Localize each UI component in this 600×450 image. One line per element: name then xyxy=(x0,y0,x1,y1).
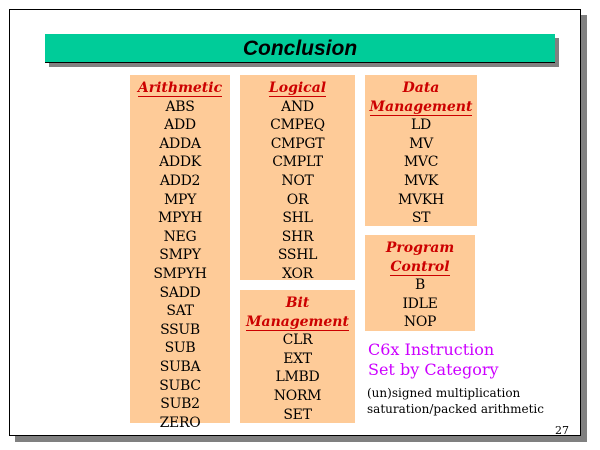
instruction-item: ST xyxy=(411,210,431,227)
instruction-item: MVK xyxy=(403,172,438,189)
instruction-item: SMPYH xyxy=(153,265,207,282)
instruction-item: CMPEQ xyxy=(270,117,325,134)
instruction-item: CMPGT xyxy=(270,135,325,152)
instruction-item: MVKH xyxy=(398,191,444,208)
instruction-item: ADDA xyxy=(159,135,201,152)
instruction-item: MPYH xyxy=(157,210,202,227)
title-bar: Conclusion xyxy=(45,34,555,63)
instruction-item: B xyxy=(415,277,425,294)
instruction-item: SUBC xyxy=(159,377,201,394)
instruction-item: SET xyxy=(283,406,312,423)
instruction-item: ADDK xyxy=(159,154,201,171)
instruction-item: SMPY xyxy=(159,247,201,264)
instruction-item: NOP xyxy=(403,314,437,331)
category-heading: Bit xyxy=(240,294,355,313)
instruction-item: SUB2 xyxy=(160,396,200,413)
instruction-item: MPY xyxy=(163,191,197,208)
category-heading-text: Program xyxy=(385,240,455,256)
instruction-item: IDLE xyxy=(402,295,438,312)
instruction-item: SHL xyxy=(282,210,313,227)
instruction-item: AND xyxy=(281,98,314,115)
instruction-item: ZERO xyxy=(159,414,201,431)
category-heading-text: Control xyxy=(390,258,450,276)
subtitle: C6x Instruction Set by Category xyxy=(368,340,499,380)
page-number: 27 xyxy=(555,424,569,437)
instruction-item: SHR xyxy=(281,228,314,245)
instruction-item: NEG xyxy=(163,228,197,245)
category-heading: Management xyxy=(240,313,355,332)
instruction-item: CMPLT xyxy=(272,154,323,171)
instruction-item: OR xyxy=(286,191,309,208)
instruction-item: SAT xyxy=(166,303,194,320)
instruction-item: SSUB xyxy=(160,321,200,338)
category-heading: Management xyxy=(365,98,477,117)
instruction-item: MVC xyxy=(403,154,439,171)
note-line: saturation/packed arithmetic xyxy=(367,402,544,416)
category-heading-text: Management xyxy=(246,313,349,331)
instruction-item: EXT xyxy=(283,350,312,367)
instruction-item: NORM xyxy=(273,387,322,404)
subtitle-line: Set by Category xyxy=(368,360,499,379)
instruction-item: SUBA xyxy=(159,358,201,375)
instruction-item: SSHL xyxy=(277,247,318,264)
category-heading-text: Bit xyxy=(285,295,310,311)
subtitle-line: C6x Instruction xyxy=(368,340,495,359)
instruction-item: XOR xyxy=(282,265,313,282)
instruction-item: ABS xyxy=(165,98,195,115)
instruction-item: CLR xyxy=(282,332,313,349)
slide-title: Conclusion xyxy=(242,37,358,60)
category-heading-text: Management xyxy=(369,98,473,116)
category-heading: Logical xyxy=(240,79,355,98)
category-heading-text: Logical xyxy=(268,80,327,97)
note-line: (un)signed multiplication xyxy=(367,386,521,400)
category-heading: Program xyxy=(365,239,475,258)
category-heading-text: Data xyxy=(402,80,440,96)
instruction-item: ADD2 xyxy=(159,172,201,189)
instruction-item: MV xyxy=(409,135,433,152)
category-heading: Control xyxy=(365,258,475,277)
instruction-item: ADD xyxy=(164,117,196,134)
instruction-item: SUB xyxy=(164,340,196,357)
category-heading: Data xyxy=(365,79,477,98)
category-heading: Arithmetic xyxy=(130,79,230,98)
category-heading-text: Arithmetic xyxy=(137,80,223,97)
instruction-item: SADD xyxy=(159,284,201,301)
instruction-item: NOT xyxy=(281,172,314,189)
notes: (un)signed multiplication saturation/pac… xyxy=(367,385,544,417)
instruction-item: LD xyxy=(411,117,431,134)
instruction-item: LMBD xyxy=(275,369,320,386)
